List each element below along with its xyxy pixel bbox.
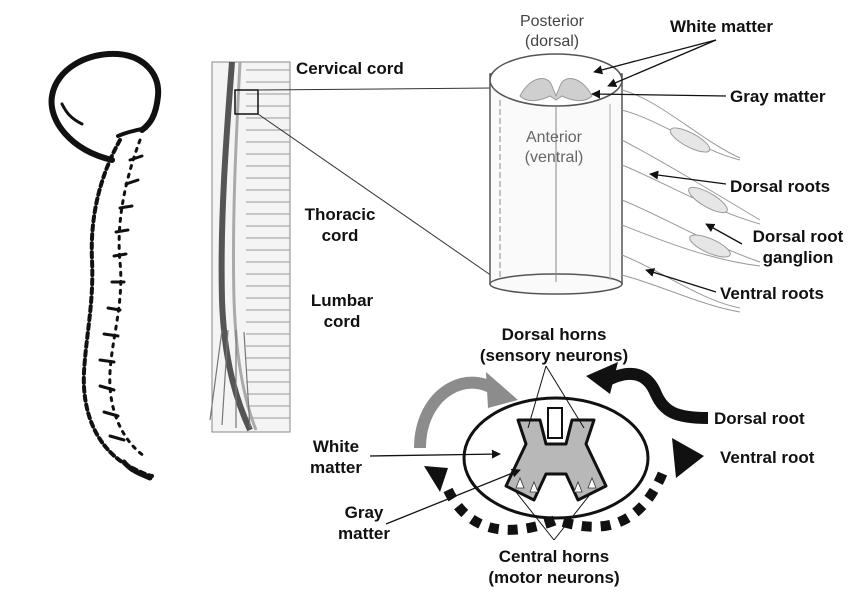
ganglion-swellings	[667, 123, 733, 261]
lumbar-cord-label: Lumbar cord	[306, 290, 378, 332]
white-matter-top-label: White matter	[670, 16, 773, 37]
sacrum	[124, 462, 150, 478]
ventral-root-label: Ventral root	[720, 447, 814, 468]
anterior-line-2: (ventral)	[508, 148, 600, 168]
white-matter-bottom-label: White matter	[300, 436, 372, 478]
cord-cross-section	[370, 362, 708, 540]
posterior-line-2: (dorsal)	[504, 32, 600, 52]
thoracic-cord-label: Thoracic cord	[300, 204, 380, 246]
dorsal-root-label: Dorsal root	[714, 408, 805, 429]
projection-line-top	[258, 88, 492, 90]
anterior-line-1: Anterior	[508, 128, 600, 148]
dorsal-root-arrow	[608, 374, 708, 418]
gray-matter-line-1: Gray	[328, 502, 400, 523]
anterior-label: Anterior (ventral)	[508, 128, 600, 168]
central-horns-line-1: Central horns	[474, 546, 634, 567]
ganglion-line-2: ganglion	[742, 247, 854, 268]
spinal-column-side-view	[210, 62, 290, 432]
dorsal-median-septum	[548, 408, 562, 438]
posterior-label: Posterior (dorsal)	[504, 12, 600, 52]
posterior-line-1: Posterior	[504, 12, 600, 32]
ganglion-line-1: Dorsal root	[742, 226, 854, 247]
lumbar-line-1: Lumbar	[306, 290, 378, 311]
white-matter-line-2: matter	[300, 457, 372, 478]
skull-outline	[52, 54, 159, 160]
gray-matter-line-2: matter	[328, 523, 400, 544]
gray-matter-top-label: Gray matter	[730, 86, 825, 107]
white-matter-line-1: White	[300, 436, 372, 457]
projection-line-bottom	[258, 114, 492, 276]
dorsal-horns-line-1: Dorsal horns	[466, 324, 642, 345]
central-horns-label: Central horns (motor neurons)	[474, 546, 634, 588]
spine-processes	[100, 156, 142, 440]
thoracic-line-2: cord	[300, 225, 380, 246]
skeleton-silhouette	[52, 54, 159, 478]
dorsal-roots-label: Dorsal roots	[730, 176, 830, 197]
ventral-roots-label: Ventral roots	[720, 283, 824, 304]
dorsal-horns-label: Dorsal horns (sensory neurons)	[466, 324, 642, 366]
gray-matter-bottom-label: Gray matter	[328, 502, 400, 544]
dorsal-horns-line-2: (sensory neurons)	[466, 345, 642, 366]
lumbar-line-2: cord	[306, 311, 378, 332]
dorsal-root-ganglion-label: Dorsal root ganglion	[742, 226, 854, 268]
thoracic-line-1: Thoracic	[300, 204, 380, 225]
nerve-rootlets	[622, 90, 760, 312]
skull-face	[62, 104, 82, 124]
central-horns-line-2: (motor neurons)	[474, 567, 634, 588]
cervical-cord-label: Cervical cord	[296, 58, 404, 79]
spine-back	[110, 140, 144, 456]
